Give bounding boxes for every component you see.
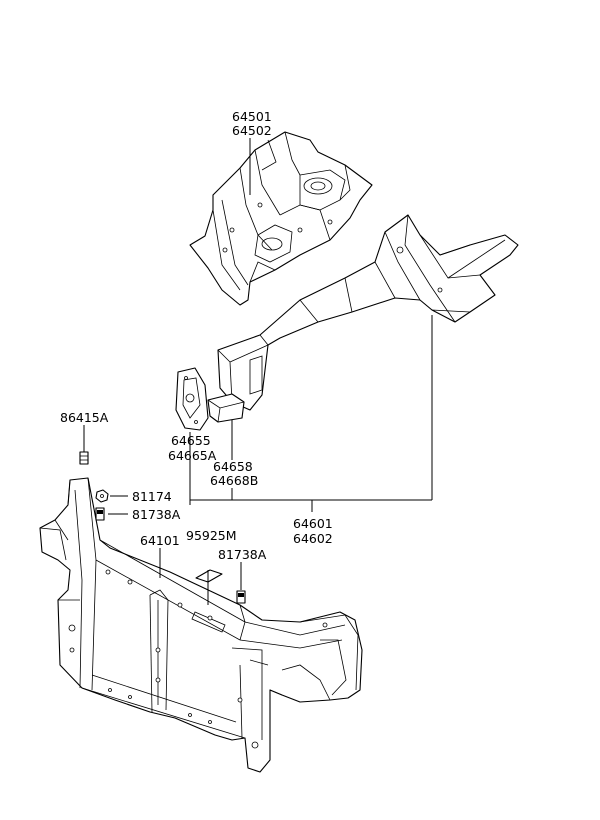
label-95925M	[195, 569, 223, 583]
radiator-support-panel	[39, 477, 363, 773]
front-side-member	[217, 214, 519, 411]
reinforcement-plate	[175, 367, 209, 431]
part-number-64665A: 64665A	[168, 448, 217, 463]
wheel-house-panel	[189, 131, 373, 306]
clip-81738A-left	[95, 507, 105, 521]
clip-81738A-right	[236, 590, 246, 604]
part-number-64101: 64101	[140, 533, 180, 548]
part-number-64501: 64501	[232, 109, 272, 124]
part-number-81174: 81174	[132, 489, 172, 504]
part-number-95925M: 95925M	[186, 528, 237, 543]
part-number-64655: 64655	[171, 433, 211, 448]
part-number-64502: 64502	[232, 123, 272, 138]
part-number-86415A: 86415A	[60, 410, 109, 425]
part-number-64602: 64602	[293, 531, 333, 546]
bracket	[207, 393, 245, 423]
part-number-64668B: 64668B	[210, 473, 258, 488]
part-number-81738A-right: 81738A	[218, 547, 267, 562]
bolt-86415A	[79, 451, 89, 465]
part-number-81738A-left: 81738A	[132, 507, 181, 522]
nut-81174	[95, 489, 109, 503]
part-number-64601: 64601	[293, 516, 333, 531]
leader-lines	[83, 138, 433, 605]
part-number-64658: 64658	[213, 459, 253, 474]
